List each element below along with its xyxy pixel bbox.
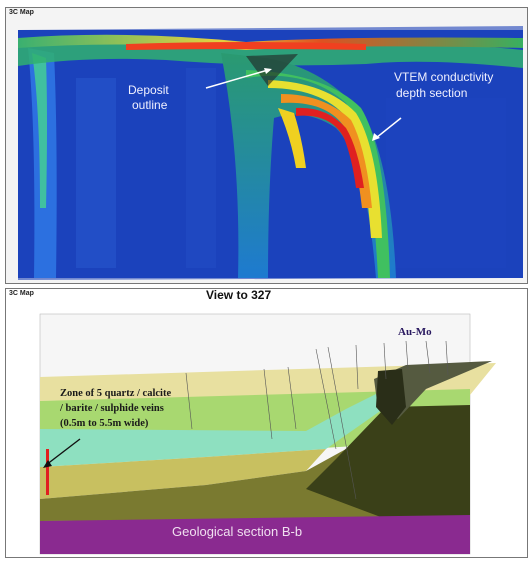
zone-note-line-3: (0.5m to 5.5m wide): [60, 418, 149, 429]
vtem-label-2: depth section: [396, 86, 467, 100]
geological-section-image: Zone of 5 quartz / calcite / barite / su…: [39, 313, 496, 555]
geology-panel: 3C Map View to 327: [5, 288, 528, 558]
section-title: Geological section B-b: [172, 524, 302, 539]
deposit-label-2: outline: [132, 98, 168, 112]
au-mo-label: Au-Mo: [398, 326, 432, 338]
dark-unit: [306, 405, 470, 519]
vein-zone: [40, 389, 386, 467]
zone-note-line-2: / barite / sulphide veins: [59, 403, 164, 414]
vtem-panel: 3C Map: [5, 7, 528, 284]
zone-arrow: [45, 438, 81, 466]
zone-note-line-1: Zone of 5 quartz / calcite: [60, 388, 171, 399]
panel-label: 3C Map: [9, 9, 34, 16]
purple-unit: [40, 515, 470, 554]
vtem-depth-section-image: Deposit outline VTEM conductivity depth …: [18, 26, 523, 280]
view-title: View to 327: [206, 288, 272, 302]
deposit-outline-shape: [246, 54, 298, 86]
panel-label: 3C Map: [9, 290, 34, 297]
deposit-label-1: Deposit: [128, 83, 169, 97]
vtem-arrow: [375, 117, 402, 139]
deposit-arrow: [205, 69, 269, 89]
vtem-label-1: VTEM conductivity: [394, 70, 493, 84]
